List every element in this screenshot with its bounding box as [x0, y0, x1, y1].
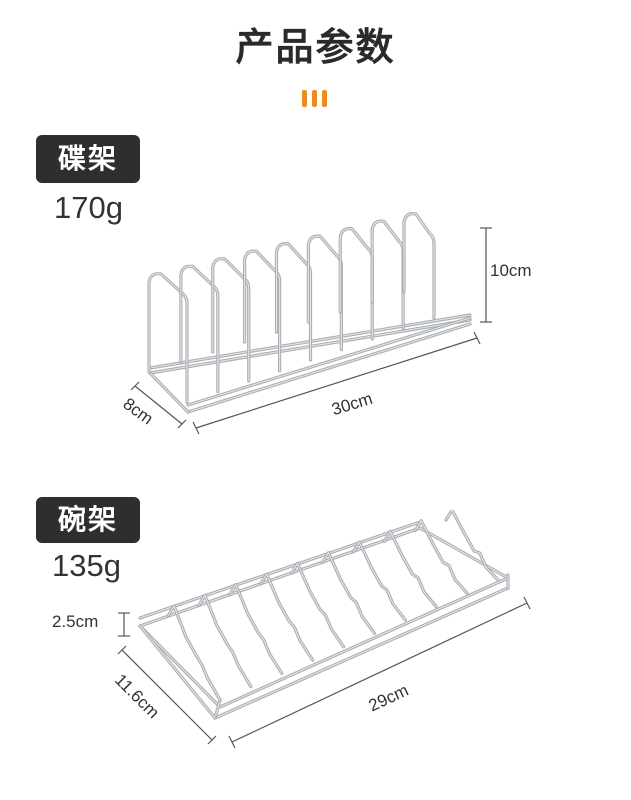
- page-title: 产品参数: [235, 25, 396, 69]
- plate-rack-divider-7: [338, 227, 374, 341]
- plate-rack-divider-1-highlight: [148, 273, 188, 403]
- plate-rack-height-dimension: [480, 227, 492, 323]
- bowl-rack-front-left-post-highlight: [214, 699, 221, 719]
- bowl-rack-support-8: [382, 529, 438, 609]
- plate-rack-illustration: 10cm 30cm 8cm: [119, 212, 532, 435]
- bowl-rack-length-label: 29cm: [366, 681, 412, 716]
- bowl-rack-left-side-highlight: [139, 625, 216, 719]
- plate-rack-divider-9: [402, 212, 436, 320]
- bowl-rack-length-dimension: [228, 596, 531, 749]
- plate-rack-divider-8: [370, 219, 405, 331]
- bowl-rack-depth-dimension: [117, 645, 217, 745]
- plate-rack-height-label: 10cm: [490, 261, 532, 280]
- bowl-rack-back-top-rail-highlight: [139, 521, 421, 619]
- bowl-rack-support-8-highlight: [383, 530, 437, 608]
- product-label-plate-rack: 碟架: [36, 135, 140, 183]
- bowl-rack-front-bottom-rail-highlight: [214, 587, 509, 719]
- bowl-rack-depth-label: 11.6cm: [111, 670, 163, 722]
- bowl-rack-support-9: [413, 519, 469, 595]
- plate-rack-divider-2-highlight: [180, 265, 219, 393]
- plate-rack-divider-5-highlight: [275, 243, 312, 361]
- title-accent-icon: [302, 90, 328, 108]
- plate-rack-divider-6: [306, 234, 343, 352]
- bowl-rack-height-label: 2.5cm: [52, 612, 98, 631]
- product-label-bowl-rack: 碗架: [36, 497, 140, 543]
- plate-rack-divider-3-highlight: [212, 258, 250, 382]
- bowl-rack-support-7-highlight: [352, 541, 406, 621]
- bowl-rack-support-3-highlight: [229, 584, 283, 674]
- bowl-rack-height-dimension: [118, 612, 130, 637]
- plate-rack-left-end-highlight: [149, 372, 189, 413]
- bowl-rack-wires: [138, 510, 510, 720]
- bowl-rack-support-1-highlight: [167, 605, 221, 701]
- bowl-rack-support-9-highlight: [414, 520, 468, 594]
- bowl-rack-support-4-highlight: [260, 573, 314, 661]
- plate-rack-divider-9-highlight: [403, 213, 435, 319]
- plate-rack-front-rail-upper-highlight: [187, 317, 471, 406]
- plate-rack-length-dimension: [192, 331, 481, 435]
- bowl-rack-support-5-highlight: [291, 562, 345, 648]
- bowl-rack-support-10-highlight: [445, 510, 499, 581]
- bowl-rack-support-2-highlight: [198, 594, 252, 688]
- plate-rack-front-rail-highlight: [187, 323, 471, 413]
- plate-rack-divider-8-highlight: [371, 220, 404, 330]
- plate-rack-wires: [147, 212, 472, 414]
- bowl-rack-support-10: [444, 510, 500, 582]
- product-weight-plate-rack: 170g: [54, 190, 123, 225]
- bowl-rack-support-6-highlight: [321, 552, 375, 634]
- bowl-rack-illustration: 2.5cm 29cm 11.6cm: [52, 510, 531, 749]
- plate-rack-length-label: 30cm: [329, 389, 374, 419]
- product-weight-bowl-rack: 135g: [52, 548, 121, 583]
- plate-rack-divider-7-highlight: [339, 228, 373, 340]
- plate-rack-divider-4-highlight: [244, 250, 281, 372]
- plate-rack-depth-dimension: [130, 381, 187, 429]
